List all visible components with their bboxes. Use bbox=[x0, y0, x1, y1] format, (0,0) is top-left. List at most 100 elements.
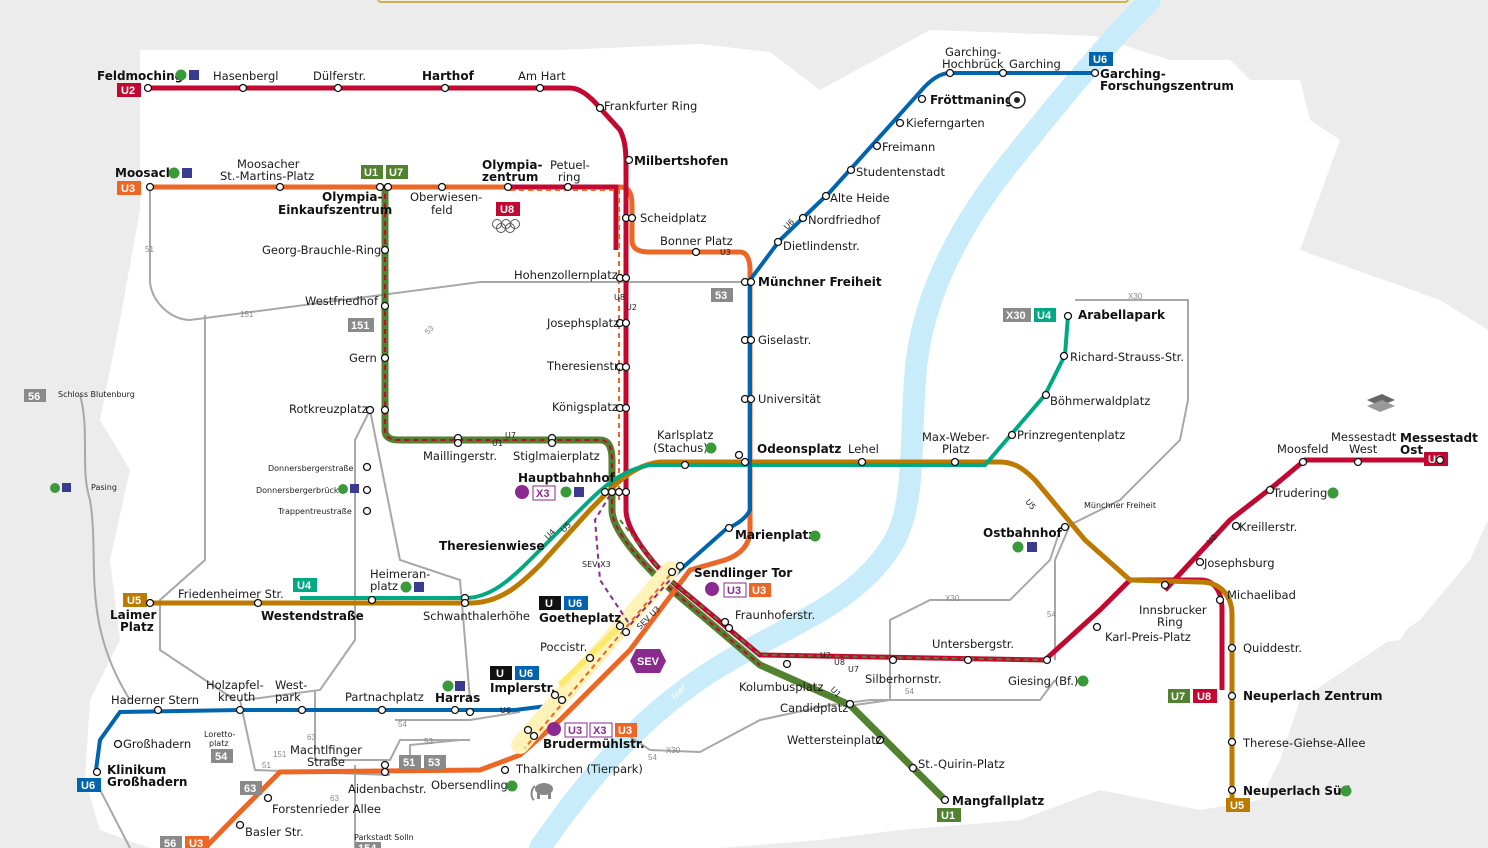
station-karlsplatz-1[interactable]: Karlsplatz bbox=[657, 428, 713, 442]
station-oez-1[interactable]: Olympia- bbox=[322, 190, 382, 204]
station-kieferngarten[interactable]: Kieferngarten bbox=[906, 116, 985, 130]
station-trudering[interactable]: Trudering bbox=[1272, 486, 1327, 500]
station-garchingf-2[interactable]: Forschungszentrum bbox=[1100, 79, 1234, 93]
station-maxweber-2[interactable]: Platz bbox=[942, 442, 970, 456]
station-amhart[interactable]: Am Hart bbox=[518, 69, 566, 83]
station-stiglmaier[interactable]: Stiglmaierplatz bbox=[513, 449, 600, 463]
station-harras[interactable]: Harras bbox=[435, 691, 480, 705]
station-muenchnerfreiheit[interactable]: Münchner Freiheit bbox=[758, 275, 882, 289]
station-maxweber-1[interactable]: Max-Weber- bbox=[922, 430, 990, 444]
station-petuel-1[interactable]: Petuel- bbox=[550, 158, 590, 172]
station-brudermuehl[interactable]: Brudermühlstr. bbox=[543, 737, 645, 751]
station-silberhorn[interactable]: Silberhornstr. bbox=[865, 672, 942, 686]
station-prinzregenten[interactable]: Prinzregentenplatz bbox=[1017, 428, 1125, 442]
station-thalkirchen[interactable]: Thalkirchen (Tierpark) bbox=[515, 762, 643, 776]
station-moosfeld[interactable]: Moosfeld bbox=[1277, 442, 1329, 456]
station-klinikum-1[interactable]: Klinikum bbox=[107, 763, 166, 777]
station-theresienwiese[interactable]: Theresienwiese bbox=[439, 539, 544, 553]
station-alteheide[interactable]: Alte Heide bbox=[830, 191, 890, 205]
station-bonner[interactable]: Bonner Platz bbox=[660, 234, 733, 248]
station-feldmoching[interactable]: Feldmoching bbox=[97, 69, 183, 83]
station-hbf[interactable]: Hauptbahnhof bbox=[518, 471, 616, 485]
station-goetheplatz[interactable]: Goetheplatz bbox=[539, 611, 621, 625]
station-quiddestr[interactable]: Quiddestr. bbox=[1243, 641, 1302, 655]
station-machtlfinger-2[interactable]: Straße bbox=[307, 755, 345, 769]
station-poccistr[interactable]: Poccistr. bbox=[540, 640, 587, 654]
station-neuperlachz[interactable]: Neuperlach Zentrum bbox=[1243, 689, 1383, 703]
station-mangfall[interactable]: Mangfallplatz bbox=[952, 794, 1044, 808]
station-obersendling[interactable]: Obersendling bbox=[431, 778, 508, 792]
station-donnersbergerbr[interactable]: Donnersbergerbrücke bbox=[256, 486, 343, 495]
station-kreillerstr[interactable]: Kreillerstr. bbox=[1239, 520, 1297, 534]
station-sendlinger[interactable]: Sendlinger Tor bbox=[694, 566, 792, 580]
station-koenigsplatz[interactable]: Königsplatz bbox=[552, 400, 618, 414]
station-schwanthaler[interactable]: Schwanthalerhöhe bbox=[423, 609, 530, 623]
station-holzapfel-2[interactable]: kreuth bbox=[218, 690, 255, 704]
station-theresegiehse[interactable]: Therese-Giehse-Allee bbox=[1242, 736, 1365, 750]
station-messewest-2[interactable]: West bbox=[1349, 442, 1378, 456]
station-hohenzollern[interactable]: Hohenzollernplatz bbox=[514, 268, 618, 282]
station-innsbrucker-2[interactable]: Ring bbox=[1157, 615, 1183, 629]
station-trappentreu[interactable]: Trappentreustraße bbox=[277, 507, 352, 516]
station-untersberg[interactable]: Untersbergstr. bbox=[932, 637, 1014, 651]
station-candid[interactable]: Candidplatz bbox=[780, 701, 848, 715]
station-messeost-2[interactable]: Ost bbox=[1400, 443, 1423, 457]
station-messewest-1[interactable]: Messestadt bbox=[1331, 430, 1397, 444]
station-karlpreis[interactable]: Karl-Preis-Platz bbox=[1105, 630, 1191, 644]
station-loretto-1[interactable]: Loretto- bbox=[204, 730, 236, 739]
station-scheidplatz[interactable]: Scheidplatz bbox=[640, 211, 707, 225]
station-heimeran-2[interactable]: platz bbox=[370, 579, 398, 593]
station-wetterstein[interactable]: Wettersteinplatz bbox=[787, 733, 882, 747]
station-laimer-2[interactable]: Platz bbox=[120, 620, 154, 634]
station-hasenbergl[interactable]: Hasenbergl bbox=[213, 69, 278, 83]
station-giesing[interactable]: Giesing (Bf.) bbox=[1008, 674, 1078, 688]
station-neuperlachs[interactable]: Neuperlach Süd bbox=[1243, 784, 1350, 798]
station-westpark-2[interactable]: park bbox=[275, 690, 301, 704]
station-giselastr[interactable]: Giselastr. bbox=[758, 333, 811, 347]
station-garching[interactable]: Garching bbox=[1009, 57, 1061, 71]
station-oberwiesen-2[interactable]: feld bbox=[431, 203, 453, 217]
station-laimer-1[interactable]: Laimer bbox=[110, 608, 157, 622]
station-donnersbergerstr[interactable]: Donnersbergerstraße bbox=[268, 464, 354, 473]
station-garchingf-1[interactable]: Garching- bbox=[1100, 67, 1166, 81]
station-holzapfel-1[interactable]: Holzapfel- bbox=[206, 678, 264, 692]
station-harthof[interactable]: Harthof bbox=[422, 69, 475, 83]
station-messeost-1[interactable]: Messestadt bbox=[1400, 431, 1478, 445]
station-lehel[interactable]: Lehel bbox=[848, 442, 879, 456]
station-friedenheimer[interactable]: Friedenheimer Str. bbox=[178, 587, 284, 601]
station-josephsplatz[interactable]: Josephsplatz bbox=[546, 316, 619, 330]
station-garchingh-1[interactable]: Garching- bbox=[945, 45, 1001, 59]
station-oez-2[interactable]: Einkaufszentrum bbox=[278, 203, 392, 217]
station-olyz-1[interactable]: Olympia- bbox=[482, 158, 542, 172]
station-froettmaning[interactable]: Fröttmaning bbox=[930, 93, 1013, 107]
station-moosacher-1[interactable]: Moosacher bbox=[237, 157, 300, 171]
station-olyz-2[interactable]: zentrum bbox=[482, 170, 538, 184]
station-schlossblutenburg[interactable]: Schloss Blutenburg bbox=[58, 390, 135, 399]
station-rotkreuz[interactable]: Rotkreuzplatz bbox=[289, 402, 368, 416]
station-karlsplatz-2[interactable]: (Stachus) bbox=[653, 441, 708, 455]
station-arabellapark[interactable]: Arabellapark bbox=[1078, 308, 1166, 322]
station-pasing[interactable]: Pasing bbox=[91, 483, 117, 492]
station-studentenstadt[interactable]: Studentenstadt bbox=[856, 165, 945, 179]
station-frankfurter[interactable]: Frankfurter Ring bbox=[604, 99, 697, 113]
station-marienplatz[interactable]: Marienplatz bbox=[735, 528, 815, 542]
station-heimeran-1[interactable]: Heimeran- bbox=[370, 567, 430, 581]
station-haderner[interactable]: Haderner Stern bbox=[111, 693, 199, 707]
station-maillinger[interactable]: Maillingerstr. bbox=[423, 449, 497, 463]
station-ostbahnhof[interactable]: Ostbahnhof bbox=[983, 526, 1063, 540]
station-implerstr[interactable]: Implerstr. bbox=[490, 681, 555, 695]
station-richardstrauss[interactable]: Richard-Strauss-Str. bbox=[1070, 350, 1184, 364]
station-moosach[interactable]: Moosach bbox=[115, 166, 174, 180]
station-machtlfinger-1[interactable]: Machtlfinger bbox=[290, 743, 362, 757]
station-westfriedhof[interactable]: Westfriedhof bbox=[305, 294, 379, 308]
station-universitaet[interactable]: Universität bbox=[758, 392, 821, 406]
station-nordfriedhof[interactable]: Nordfriedhof bbox=[808, 213, 881, 227]
station-petuel-2[interactable]: ring bbox=[558, 170, 581, 184]
station-oberwiesen-1[interactable]: Oberwiesen- bbox=[410, 190, 482, 204]
station-fraunhofer[interactable]: Fraunhoferstr. bbox=[735, 608, 815, 622]
station-boehmerwald[interactable]: Böhmerwaldplatz bbox=[1050, 394, 1150, 408]
station-grosshadern[interactable]: Großhadern bbox=[123, 737, 191, 751]
station-josephsburg[interactable]: Josephsburg bbox=[1203, 556, 1275, 570]
station-klinikum-2[interactable]: Großhadern bbox=[107, 775, 187, 789]
station-westend[interactable]: Westendstraße bbox=[261, 609, 364, 623]
